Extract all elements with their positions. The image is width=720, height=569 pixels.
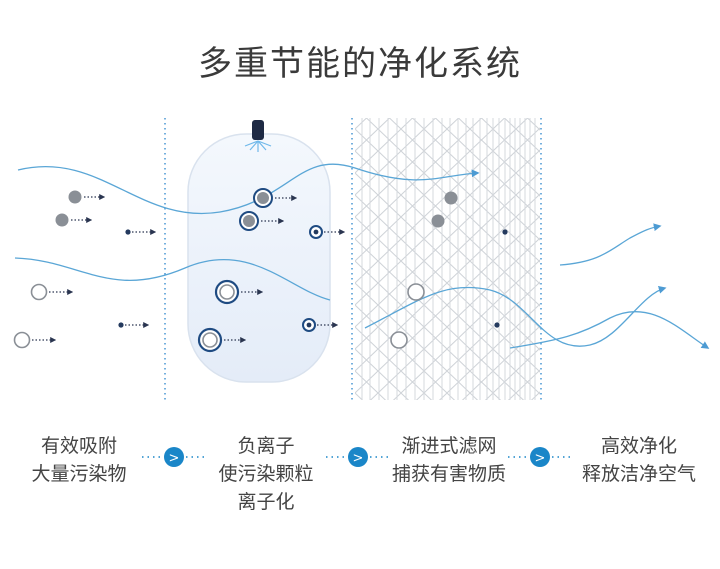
trapped-particle (494, 322, 500, 328)
particle-icon (118, 322, 150, 328)
trapped-particle (502, 229, 508, 235)
step-3-line-2: 捕获有害物质 (391, 463, 506, 485)
step-4-caption: 高效净化 释放洁净空气 (566, 432, 712, 488)
svg-text:>: > (535, 451, 546, 466)
step-2-line-3: 离子化 (237, 491, 295, 513)
step-1-line-1: 有效吸附 (40, 435, 117, 457)
trapped-particle (444, 191, 458, 205)
svg-text:>: > (169, 451, 180, 466)
step-1-caption: 有效吸附 大量污染物 (14, 432, 144, 488)
trapped-particle (407, 283, 425, 301)
chevron-right-icon: > (348, 447, 368, 467)
step-2-line-2: 使污染颗粒 (218, 463, 314, 485)
ionized-particle-icon (239, 211, 285, 231)
particle-icon (55, 213, 93, 227)
ionized-particle-icon (253, 188, 298, 208)
step-4-line-1: 高效净化 (600, 435, 677, 457)
page-title: 多重节能的净化系统 (198, 44, 522, 84)
trapped-particle (431, 214, 445, 228)
airflow-lines (14, 163, 710, 349)
trapped-particle (390, 331, 408, 349)
step-3-caption: 渐进式滤网 捕获有害物质 (376, 432, 522, 488)
ion-emitter-icon (244, 120, 272, 152)
particle-icon (13, 331, 57, 349)
step-1-line-2: 大量污染物 (31, 463, 127, 485)
step-2-line-1: 负离子 (237, 435, 295, 457)
chevron-right-icon: > (530, 447, 550, 467)
step-3-line-1: 渐进式滤网 (401, 435, 497, 457)
progressive-filter (355, 118, 540, 400)
step-2-caption: 负离子 使污染颗粒 离子化 (200, 432, 332, 516)
chevron-right-icon: > (164, 447, 184, 467)
particle-icon (30, 283, 74, 301)
ionized-particle-icon (309, 225, 346, 239)
ionized-particle-icon (197, 327, 247, 353)
pollutant-particles (13, 188, 508, 353)
svg-text:>: > (353, 451, 364, 466)
stage-dividers (164, 118, 542, 400)
particle-icon (68, 190, 106, 204)
particle-icon (125, 229, 157, 235)
ionized-particle-icon (214, 279, 264, 305)
ionized-particle-icon (302, 318, 339, 332)
step-4-line-2: 释放洁净空气 (581, 463, 696, 485)
